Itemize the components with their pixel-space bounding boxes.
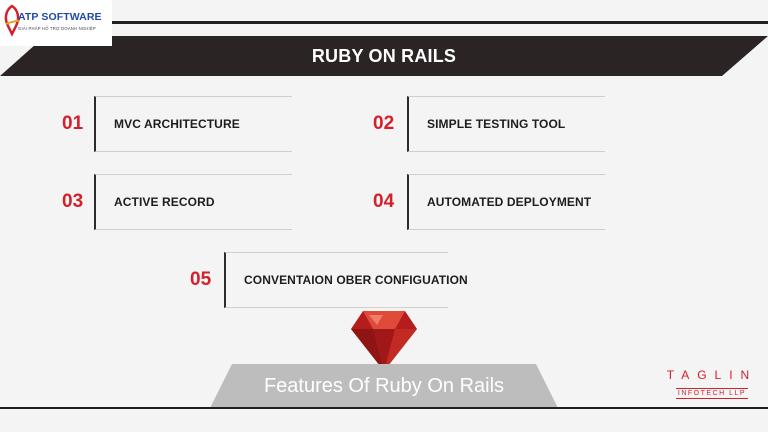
feature-label: CONVENTAION OBER CONFIGUATION (244, 273, 468, 287)
feature-item-02: 02 SIMPLE TESTING TOOL (373, 96, 608, 152)
footer-title: Features Of Ruby On Rails (263, 374, 505, 397)
feature-item-01: 01 MVC ARCHITECTURE (62, 96, 297, 152)
feature-box: SIMPLE TESTING TOOL (407, 96, 605, 152)
feature-number: 03 (62, 191, 84, 212)
page-title: RUBY ON RAILS (311, 45, 457, 66)
title-banner: RUBY ON RAILS (0, 36, 768, 76)
brand-sub: INFOTECH LLP (675, 388, 749, 399)
feature-label: SIMPLE TESTING TOOL (427, 117, 566, 131)
feature-item-05: 05 CONVENTAION OBER CONFIGUATION (190, 252, 468, 308)
ruby-gem-icon (351, 311, 417, 371)
top-divider (0, 21, 768, 24)
feature-label: ACTIVE RECORD (114, 195, 215, 209)
brand-name: TAGLIN (666, 368, 758, 382)
logo-tagline: GIẢI PHÁP HỖ TRỢ DOANH NGHIỆP (18, 26, 96, 31)
feature-box: ACTIVE RECORD (94, 174, 292, 230)
feature-label: MVC ARCHITECTURE (114, 117, 240, 131)
footer-band (210, 364, 558, 408)
feature-number: 01 (62, 113, 84, 134)
feature-label: AUTOMATED DEPLOYMENT (427, 195, 592, 209)
feature-box: MVC ARCHITECTURE (94, 96, 292, 152)
taglin-brand: TAGLIN INFOTECH LLP (660, 368, 764, 400)
feature-number: 02 (373, 113, 395, 134)
feature-box: AUTOMATED DEPLOYMENT (407, 174, 605, 230)
feature-box: CONVENTAION OBER CONFIGUATION (224, 252, 468, 308)
atp-logo: ATP SOFTWARE GIẢI PHÁP HỖ TRỢ DOANH NGHI… (0, 0, 112, 46)
feature-item-04: 04 AUTOMATED DEPLOYMENT (373, 174, 608, 230)
bottom-divider (0, 407, 768, 409)
feature-item-03: 03 ACTIVE RECORD (62, 174, 297, 230)
feature-number: 04 (373, 191, 395, 212)
feature-number: 05 (190, 269, 212, 290)
logo-name: ATP SOFTWARE (18, 11, 102, 23)
atp-logo-icon (4, 4, 21, 37)
